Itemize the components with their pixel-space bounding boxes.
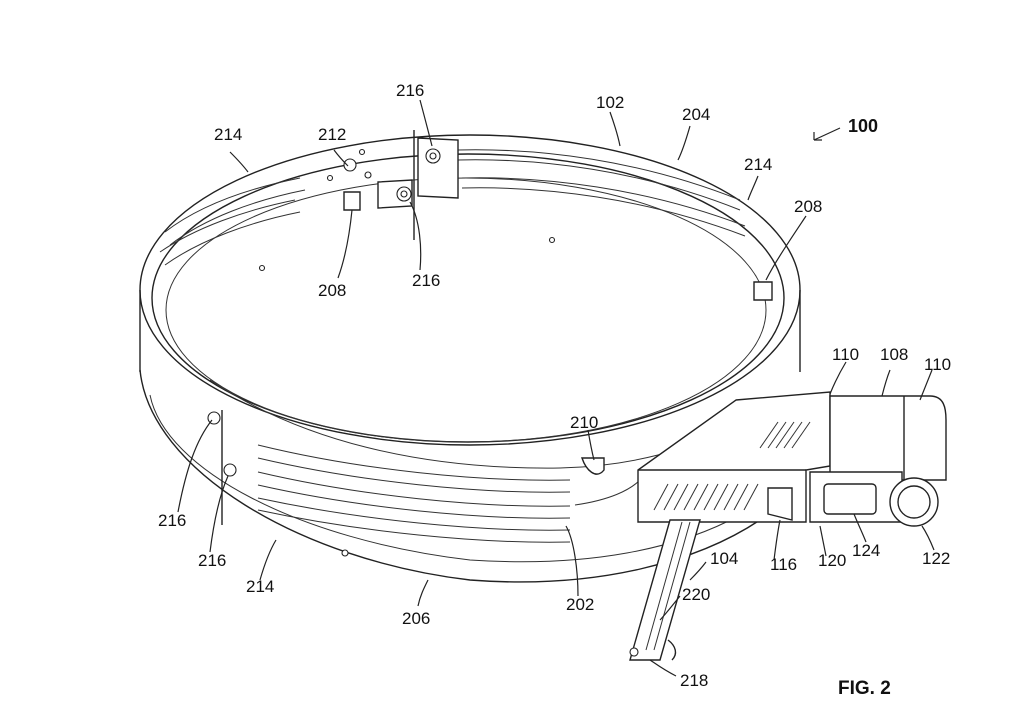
display-screen [823,483,877,515]
ref-120: 120 [818,551,846,570]
ref-204: 204 [682,105,710,124]
knob-inner [897,485,931,519]
ref-202: 202 [566,595,594,614]
back-slots [159,149,746,266]
ring-inner-lip [165,177,767,443]
stand-leg [629,519,701,661]
ref-220: 220 [682,585,710,604]
ref-100: 100 [848,116,878,136]
display-module [809,395,947,527]
ref-124: 124 [852,541,880,560]
ref-110-right: 110 [924,355,951,374]
ref-206: 206 [402,609,430,628]
ref-216-lower: 216 [198,551,226,570]
front-panel [221,410,641,543]
ref-216-top: 216 [396,81,424,100]
ref-208-right: 208 [794,197,822,216]
clamp-housing [637,391,831,523]
ref-210: 210 [570,413,598,432]
ref-216-mid: 216 [412,271,440,290]
rim-holes [207,236,694,557]
leader-lines [177,99,935,677]
ref-104: 104 [710,549,738,568]
ref-218: 218 [680,671,708,690]
ring-top-inner-edge [151,153,785,443]
ref-216-left: 216 [158,511,186,530]
back-bracket [326,130,773,301]
reference-numerals: 100 214 212 216 102 204 214 208 208 216 … [158,81,951,699]
ref-214-left: 214 [214,125,242,144]
ref-212: 212 [318,125,346,144]
ref-108: 108 [880,345,908,364]
ref-214-right: 214 [744,155,772,174]
ref-110-left: 110 [832,345,859,364]
ref-208-left: 208 [318,281,346,300]
ref-214-bottom: 214 [246,577,274,596]
ref-116: 116 [770,555,797,574]
ref-102: 102 [596,93,624,112]
ring-top-outer-edge [139,134,801,446]
ref-122: 122 [922,549,950,568]
figure-label: FIG. 2 [838,678,891,699]
